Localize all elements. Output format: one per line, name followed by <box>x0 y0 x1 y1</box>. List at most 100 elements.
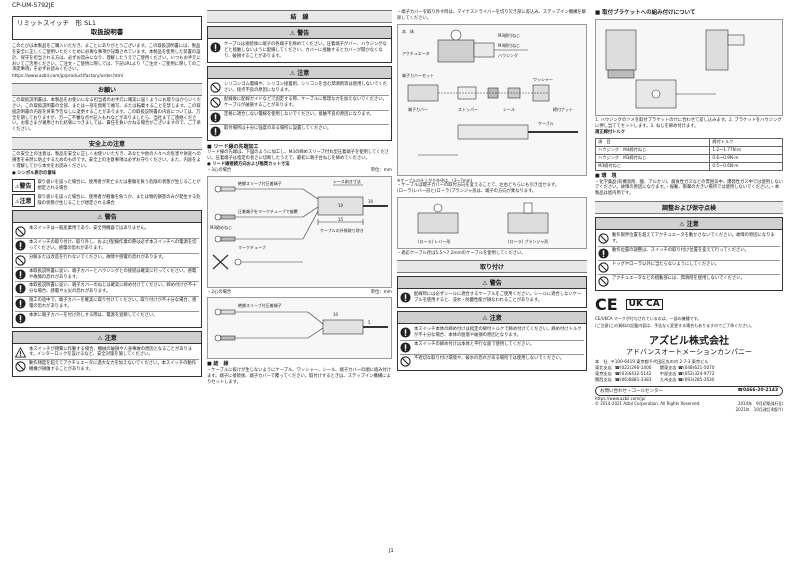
fig-label-cable: ケーブル <box>538 120 554 126</box>
bracket-heading: ■ 取付ブラケットへの組み付けについて <box>595 10 696 16</box>
mandatory-icon <box>15 298 26 309</box>
fig-label-cable-remove: ケーブルの外装取り除き <box>320 227 364 233</box>
caution-row: 動作頻度を超えてアクチュエータに過大な力を加えないでください。本スイッチの動作機… <box>15 360 199 374</box>
caution-box: 動作限界位置を超えてアクチュエータを動かさないでください。故障の原因になります。… <box>595 229 783 291</box>
fig-label-sheath: シース剥き寸法 <box>333 178 361 184</box>
fig2-label-insulated-terminal: 絶縁スリーブ付圧着端子 <box>238 302 282 308</box>
fig-label-insulated-terminal: 絶縁スリーブ付圧着端子 <box>238 180 282 186</box>
fig-label-washer: ワッシャー <box>533 77 553 82</box>
warning-row: 本体に端子カバーを付け外しする際は、電源を遮断してください。 <box>15 312 199 325</box>
env-heading: ■ 環 境 <box>595 172 617 179</box>
safety-heading: 安全上の注意 <box>12 136 202 150</box>
caution-box: シリコンゴム電線や、シリコン接着剤、シリコンを含む潤滑剤等は使用しないでください… <box>207 79 392 141</box>
fig-label-nut: 締付ナット <box>553 106 573 112</box>
company-division: アドバンスオートメーションカンパニー <box>625 348 753 357</box>
caution-row: 本スイッチが頻繁に作動する場合、機械の破損や人身事故の原因となることがあります。… <box>15 346 199 361</box>
bracket-text: 1. ハウジングのツメを取付ブラケットの穴に合わせて差し込みます。2. ブラケッ… <box>595 118 782 130</box>
caution-box: 本スイッチ本体の締め付けは指定の締付トルクで締め付けてください。締め付けトルクが… <box>397 323 587 371</box>
ce-mark-icon: CE <box>595 294 618 314</box>
fig-label-cover: 端子カバー <box>408 106 428 112</box>
fig-label-m3-screw: M3締めねじ <box>210 224 232 230</box>
caution-row: アクチュエータなどの摺動部には、潤滑剤を使用しないでください。 <box>598 275 780 288</box>
mandatory-icon <box>400 327 411 338</box>
address-row: 関西支店☎(06)6881-3383 九州支店 ☎(093)285-3530 <box>595 376 715 382</box>
caution-row: 動作位置の調整は、スイッチの取り付け位置を変えて行ってください。 <box>598 247 780 261</box>
notice-text: この取扱説明書は、本製品をお使いになる担当者のお手元に確実に届くようにお取りはか… <box>12 98 202 133</box>
caution-header: ⚠ 注意 <box>207 66 392 80</box>
unit-label-2: 単位：mm <box>370 289 392 295</box>
fig-label-m4: M4締付ねじ <box>498 42 520 48</box>
fig-body-label: 本 体 <box>402 28 414 34</box>
symbol-heading: ● シンボル表示の意味 <box>12 171 56 177</box>
torque-col-item: 項 目 <box>594 137 711 147</box>
fig-label-stopper: ストッパー <box>458 107 478 112</box>
caution-row: 本スイッチ本体の締め付けは指定の締付トルクで締め付けてください。締め付けトルクが… <box>400 326 584 341</box>
prohibit-icon <box>598 261 609 273</box>
warning-header: ⚠ 警告 <box>397 276 587 290</box>
cable-text: ・ケーブルは端子カバーの取付方向を変えることで、左右どちらにも引き出せます。 <box>397 182 560 188</box>
order-url[interactable]: https://www.azbil.com/jp/product/factory… <box>12 74 124 80</box>
call-center-box: お問い合わせ・コールセンター ☎0466-20-2143 <box>595 385 783 396</box>
warning-triangle-icon: ⚠ <box>15 184 20 191</box>
case-2core-label: ・2心の場合 <box>207 289 232 295</box>
address-row: 東北支店☎(022)290-1400 関東支店 ☎(048)621-5070 <box>595 365 715 371</box>
company-name: アズビル株式会社 <box>649 336 729 348</box>
warning-row: ケーブルは接続後に端子の各端子を締めてください。圧着端子がバー、ハウジングなどと… <box>210 41 389 60</box>
roller-plunger-label: (ローラ) プランジャ形 <box>508 238 548 244</box>
cable-note: ※ケーブルの仕上がり外径は、(3〜7mm) <box>397 177 473 183</box>
intro-text: このたびは本製品をご購入いただき、まことにありがとうございます。この取扱説明書に… <box>12 44 201 73</box>
mount-heading: 取り付け <box>397 260 587 274</box>
roller-text: (ローラ)レバー形と(ローラ)プランジャ形は、端子の方向が異なります。 <box>397 188 537 194</box>
safety-text: この安全上の注意は、製品を安全に正しくお使いいただき、あなたや他の人々への危害や… <box>12 151 201 169</box>
fig-label-mark-tube: マークチューブ <box>238 244 266 250</box>
mandatory-icon <box>210 42 221 53</box>
lead-heading: ■ リード線の先端加工 <box>207 143 259 150</box>
caution-header: ⚠ 注意 <box>12 330 202 344</box>
caution-header: ⚠ 注意 <box>595 216 783 230</box>
warning-row: 分解または改造を行わないでください。故障や感電の恐れがあります。 <box>15 254 199 268</box>
prohibit-icon <box>15 226 26 237</box>
mandatory-icon <box>210 112 221 123</box>
prohibit-icon <box>210 82 221 94</box>
caution-row: シリコンゴム電線や、シリコン接着剤、シリコンを含む潤滑剤等は使用しないでください… <box>210 81 389 96</box>
caution-box: 本スイッチが頻繁に作動する場合、機械の破損や人身事故の原因となることがあります。… <box>12 343 202 377</box>
legend-caution: ⚠注意 取り扱いを誤った場合に、使用者が軽傷を負うか、または物的損害のみが発生す… <box>12 194 202 208</box>
no-disassembly-icon <box>15 255 26 266</box>
warning-row: 本取扱説明書に従い、端子カバーのねじは確実に締め付けてください。締め付けが不十分… <box>15 282 199 297</box>
wire-heading: ■ 結 線 <box>207 361 229 368</box>
title-main: リミットスイッチ 形 SL1 <box>17 19 96 27</box>
mandatory-icon <box>15 283 26 294</box>
warning-box: 配線時には必ずシールに適合するケーブルをご使用ください。シールに適合しないケーブ… <box>397 289 587 308</box>
fig-label-m3: M3締付ねじ <box>498 32 520 38</box>
unit-label: 単位：mm <box>370 167 392 173</box>
caution-icon <box>15 346 26 358</box>
dim-4: 10 <box>333 312 339 317</box>
legend-warning: ⚠警告 取り扱いを誤った場合に、使用者が死亡または重傷を負う危険の状態が生じるこ… <box>12 179 202 193</box>
dim-5: 5 <box>368 320 371 325</box>
address-row: 東京支店☎(03)6432-5142 中部支店 ☎(052)324-9772 <box>595 371 715 377</box>
caution-header: ⚠ 注意 <box>397 310 587 324</box>
legend-warning-label: ⚠警告 <box>12 179 35 193</box>
mandatory-icon <box>15 269 26 280</box>
column-2: 結 線 ⚠ 警告 ケーブルは接続後に端子の各端子を締めてください。圧着端子がバー… <box>207 10 392 385</box>
company-block: アズビル株式会社 アドバンスオートメーションカンパニー <box>595 332 783 357</box>
address-row: 本 社〒100-6419 東京都千代田区丸の内 2-7-3 東京ビル <box>595 359 709 365</box>
lead-3core-figure: 絶縁スリーブ付圧着端子 圧着端子をマークチューブで被覆 M3締めねじ マークチュ… <box>207 175 392 288</box>
lead-text: リード線の先端は、下図のように加工し、M3の締めスリーブ付丸型圧着端子を使用して… <box>207 150 390 162</box>
bracket-figure <box>595 19 783 117</box>
column-4: ■ 取付ブラケットへの組み付けについて 1. ハウジングのツメを取付ブラケットの… <box>594 10 783 412</box>
caution-row: ドッグやローラ以外に当たらないようにしてください。 <box>598 261 780 275</box>
title-box: リミットスイッチ 形 SL1 取扱説明書 <box>12 16 202 41</box>
lead-subheading: ● リード線接続方向および推奨カット寸法 <box>207 161 290 167</box>
warning-box: 本スイッチは一般産業用であり、安全用機器ではありません。 本スイッチの取り付け、… <box>12 223 202 328</box>
doc-code: CP-UM-5792JE <box>12 2 55 9</box>
caution-row: 配線後に配線ガイドなどで固定する際、ケーブルに無理な力を加えないでください。ケー… <box>210 96 389 111</box>
website-url[interactable]: https://www.azbil.com/jp/ <box>595 395 646 401</box>
warning-row: 本スイッチの取り付け、取り外し、および配線作業の際は必ず本スイッチへの電源を切っ… <box>15 239 199 254</box>
call-center-number[interactable]: ☎0466-20-2143 <box>737 388 778 394</box>
torque-heading: 適正締付トルク <box>595 130 626 136</box>
prohibit-icon <box>210 97 221 108</box>
